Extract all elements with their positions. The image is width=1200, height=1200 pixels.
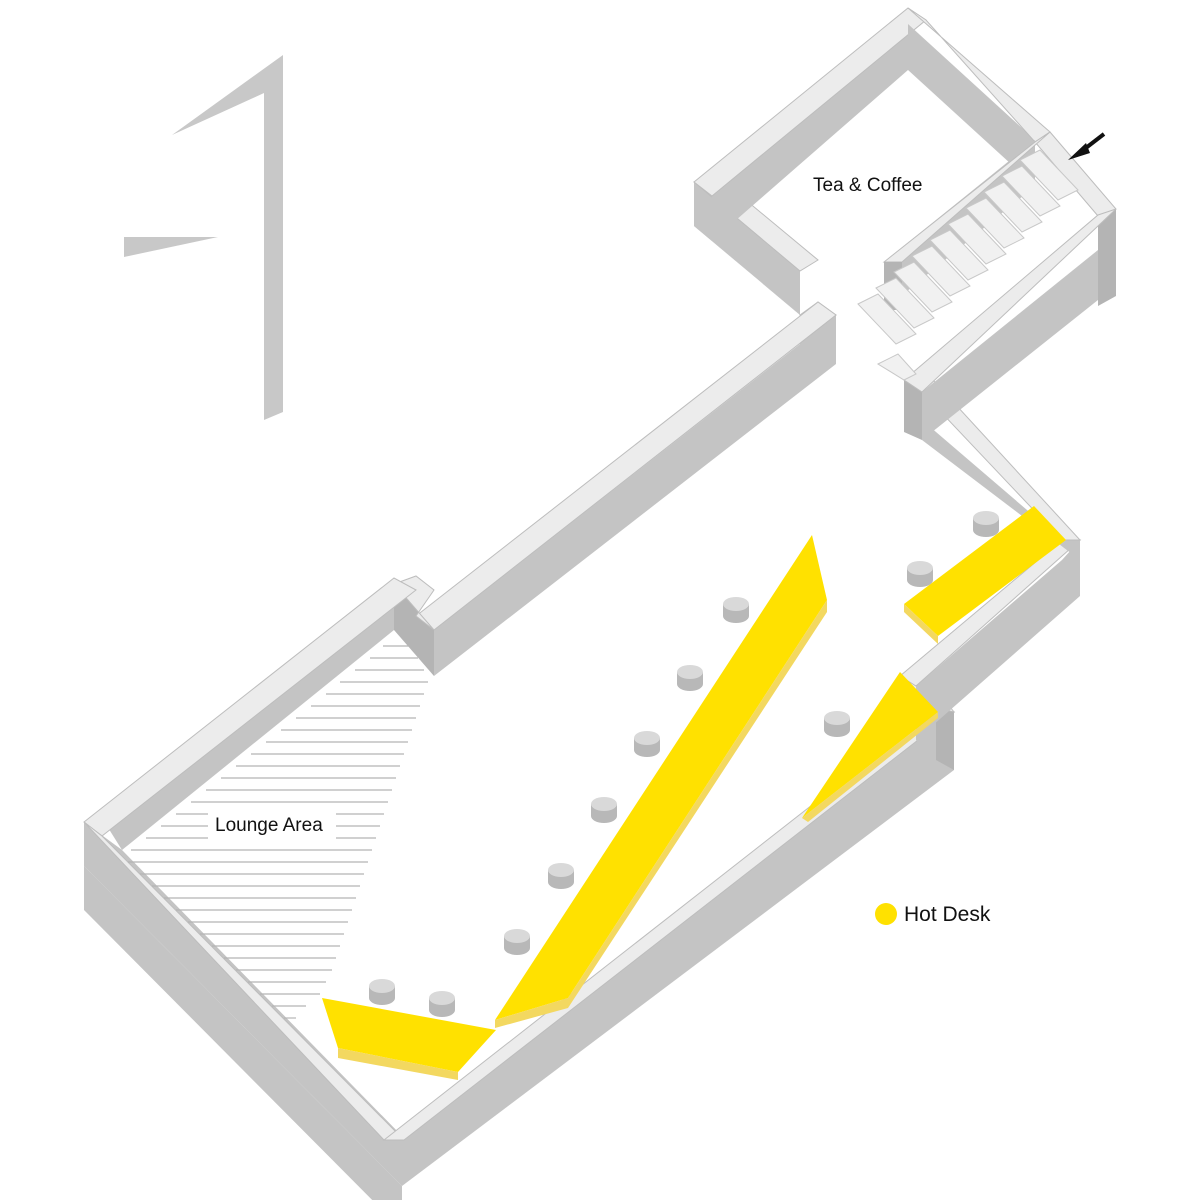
stool [591, 797, 617, 823]
lounge-label-bg [208, 810, 336, 840]
stool [634, 731, 660, 757]
lounge-area-hatch [128, 645, 428, 1019]
floor-number-glyph [124, 55, 283, 420]
hot-desk-bottom [322, 998, 496, 1072]
floor-number: 1 [0, 0, 1, 1]
entrance-arrow-icon [1068, 132, 1106, 160]
stool [907, 561, 933, 587]
stools [369, 511, 999, 1017]
stool [824, 711, 850, 737]
stool [429, 991, 455, 1017]
stool [504, 929, 530, 955]
stool [369, 979, 395, 1005]
stool [677, 665, 703, 691]
legend: Hot Desk [875, 903, 991, 926]
stool [973, 511, 999, 537]
stool [548, 863, 574, 889]
lounge-area-label: Lounge Area [215, 815, 323, 836]
tea-coffee-label: Tea & Coffee [813, 175, 923, 196]
hot-desks [322, 506, 1066, 1080]
hot-desk-right-upper [904, 506, 1066, 636]
hot-desk-right-lower [802, 672, 938, 818]
hot-desk-legend-label: Hot Desk [904, 903, 991, 926]
staircase [857, 149, 1079, 381]
hot-desk-legend-swatch [875, 903, 897, 925]
stool [723, 597, 749, 623]
hot-desk-long [495, 535, 827, 1020]
hot-desk-long-edge [568, 600, 827, 1008]
